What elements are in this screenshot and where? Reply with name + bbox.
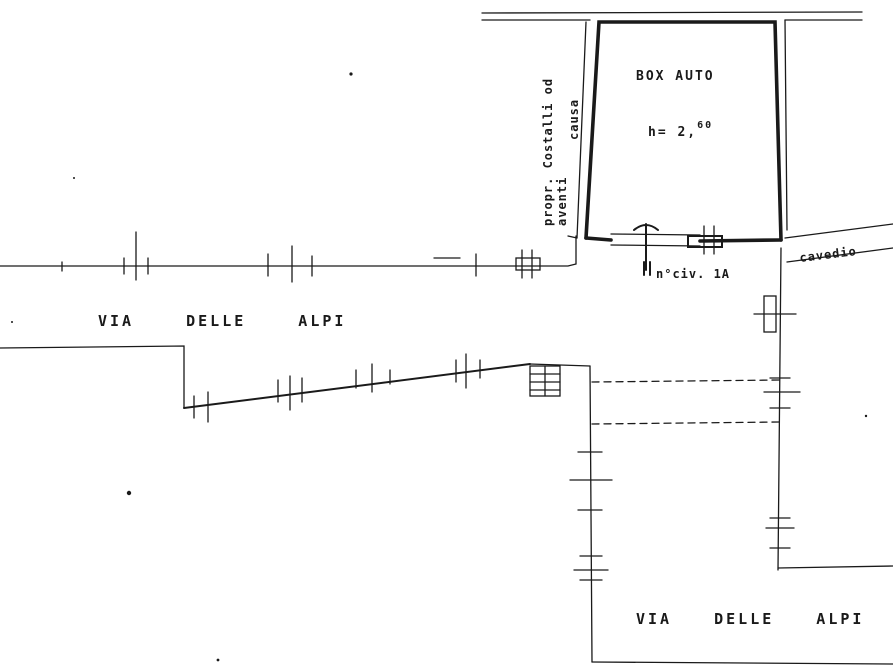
lower-building <box>569 365 893 665</box>
street-edge-upper <box>0 231 577 283</box>
street-name-upper: VIA DELLE ALPI <box>98 312 346 330</box>
upper-walls <box>481 11 863 239</box>
street-edge-lower <box>0 345 591 423</box>
cavedio-strip <box>784 223 893 263</box>
box-auto-label: BOX AUTO <box>636 69 715 84</box>
street-name-lower: VIA DELLE ALPI <box>636 610 864 628</box>
neighbor-line-3: causa <box>567 99 581 140</box>
garage-door-hardware <box>687 225 723 255</box>
neighbor-property-label: propr. Costalli od aventi causa <box>541 78 581 226</box>
height-label: h= 2,60 <box>648 120 713 140</box>
civic-number-label: n°civ. 1A <box>656 267 730 281</box>
right-wall <box>753 247 893 571</box>
civic-number-marker <box>633 223 659 276</box>
neighbor-line-2: aventi <box>555 177 569 226</box>
height-value: h= 2, <box>648 125 697 140</box>
cavedio-label: cavedio <box>799 244 858 265</box>
neighbor-line-1: propr. Costalli od <box>541 78 555 226</box>
scan-specks <box>11 72 868 662</box>
stair-symbol <box>529 365 561 397</box>
height-superscript: 60 <box>697 120 713 131</box>
